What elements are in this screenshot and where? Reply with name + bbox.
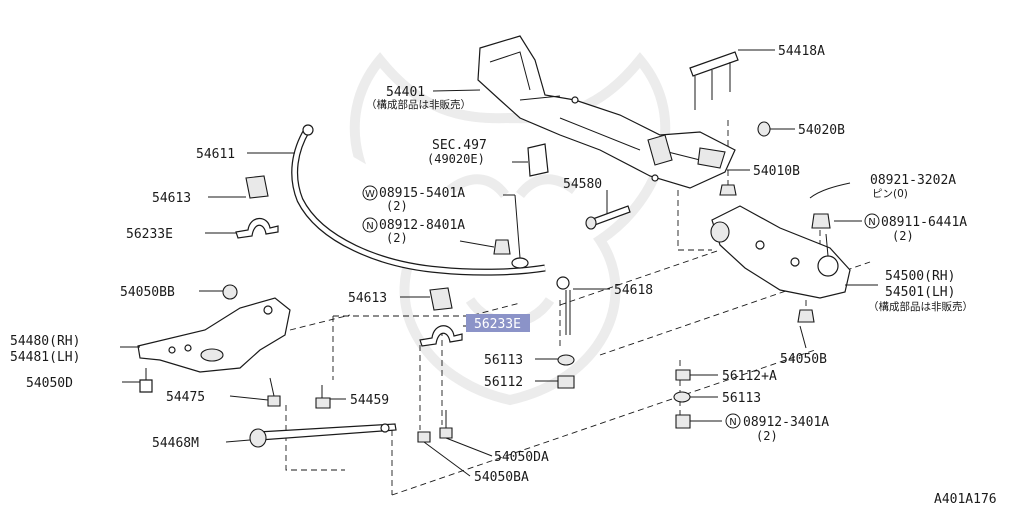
callout-56112-a[interactable]: 56112 — [484, 375, 523, 390]
bolt-54475[interactable] — [267, 377, 281, 407]
callout-08912-3401A-qty: (2) — [756, 429, 778, 443]
callout-54481-lh[interactable]: 54481(LH) — [10, 350, 80, 365]
callout-54613-mid[interactable]: 54613 — [348, 291, 387, 306]
callout-54468M[interactable]: 54468M — [152, 436, 199, 451]
nut-56112-a[interactable] — [557, 375, 575, 389]
svg-text:N: N — [366, 221, 373, 232]
callout-54500-rh[interactable]: 54500(RH) — [885, 269, 955, 284]
callout-56233E-selected[interactable]: 56233E — [474, 317, 521, 332]
callout-sec497[interactable]: SEC.497 — [432, 138, 487, 153]
bracket-54418A[interactable] — [689, 51, 739, 110]
washer-symbol-w: W — [362, 185, 378, 201]
callout-54459[interactable]: 54459 — [350, 393, 389, 408]
callout-54010B[interactable]: 54010B — [753, 164, 800, 179]
bushing-54613-top[interactable] — [245, 175, 269, 199]
nut-54050B[interactable] — [797, 309, 815, 323]
callout-08915-5401A[interactable]: 08915-5401A — [379, 186, 465, 201]
nut-08912-8401A[interactable] — [493, 239, 511, 255]
selected-part-highlight — [466, 314, 530, 332]
bushing-56113-b[interactable] — [673, 391, 691, 403]
callout-56113-b[interactable]: 56113 — [722, 391, 761, 406]
callout-54611[interactable]: 54611 — [196, 147, 235, 162]
nut-08912-3401A[interactable] — [675, 414, 691, 429]
callout-54050B[interactable]: 54050B — [780, 352, 827, 367]
svg-text:W: W — [365, 189, 375, 200]
bolt-54050DA[interactable] — [439, 410, 453, 439]
nut-54050BA[interactable] — [417, 431, 431, 443]
tension-rod-54468M[interactable] — [249, 423, 397, 448]
callout-08911-6441A[interactable]: 08911-6441A — [881, 215, 967, 230]
transverse-link-54500[interactable] — [710, 205, 851, 299]
bolt-54580[interactable] — [585, 205, 631, 230]
bushing-56113-a[interactable] — [557, 354, 575, 366]
clamp-56233E-top[interactable] — [235, 217, 279, 239]
callout-54501-note: （構成部品は非販売） — [868, 300, 973, 313]
callout-08921-3202A[interactable]: 08921-3202A — [870, 173, 956, 188]
bracket-54480[interactable] — [137, 297, 291, 373]
callout-54050BB[interactable]: 54050BB — [120, 285, 175, 300]
bolt-54050D[interactable] — [139, 368, 153, 393]
bracket-sec497[interactable] — [527, 143, 549, 177]
callout-54501-lh[interactable]: 54501(LH) — [885, 285, 955, 300]
nut-54050BB[interactable] — [222, 284, 238, 300]
callout-54020B[interactable]: 54020B — [798, 123, 845, 138]
callout-54401[interactable]: 54401 — [386, 85, 425, 100]
callout-08912-8401A-qty: (2) — [386, 231, 408, 245]
svg-text:N: N — [868, 217, 875, 228]
callout-54401-note: （構成部品は非販売） — [366, 98, 471, 111]
ball-joint[interactable] — [811, 213, 839, 277]
callout-08912-8401A[interactable]: 08912-8401A — [379, 218, 465, 233]
callout-56112A[interactable]: 56112+A — [722, 369, 777, 384]
svg-text:N: N — [729, 417, 736, 428]
callout-54613-top[interactable]: 54613 — [152, 191, 191, 206]
washer-08915[interactable] — [511, 257, 529, 269]
assembly-dash-lines — [285, 120, 871, 496]
clamp-56233E-mid[interactable] — [419, 325, 463, 347]
callout-54475[interactable]: 54475 — [166, 390, 205, 405]
callout-54418A[interactable]: 54418A — [778, 44, 825, 59]
nut-56112A[interactable] — [675, 369, 691, 381]
callout-54050D[interactable]: 54050D — [26, 376, 73, 391]
nut-symbol-n-1: N — [362, 217, 378, 233]
callout-54580[interactable]: 54580 — [563, 177, 602, 192]
leader-lines — [120, 49, 878, 477]
nut-symbol-n-3: N — [725, 413, 741, 429]
callout-08911-qty: (2) — [892, 229, 914, 243]
bolt-54459[interactable] — [315, 385, 331, 409]
crossmember-54401[interactable] — [477, 35, 736, 189]
figure-id: A401A176 — [934, 492, 997, 507]
callout-54618[interactable]: 54618 — [614, 283, 653, 298]
callout-08921-note: ピン(0) — [872, 188, 908, 200]
callout-sec497-ref: (49020E) — [427, 152, 485, 166]
callout-54480-rh[interactable]: 54480(RH) — [10, 334, 80, 349]
callout-54050DA[interactable]: 54050DA — [494, 450, 549, 465]
nut-symbol-n-2: N — [864, 213, 880, 229]
callout-08912-3401A[interactable]: 08912-3401A — [743, 415, 829, 430]
bushing-54613-mid[interactable] — [429, 287, 453, 311]
callout-54050BA[interactable]: 54050BA — [474, 470, 529, 485]
nut-54020B[interactable] — [757, 121, 771, 137]
callout-56233E-top[interactable]: 56233E — [126, 227, 173, 242]
stabilizer-bar-54611[interactable] — [291, 124, 546, 276]
callout-56113-a[interactable]: 56113 — [484, 353, 523, 368]
connecting-rod-54618[interactable] — [556, 276, 571, 335]
nut-54010B[interactable] — [719, 184, 737, 196]
split-pin-08921[interactable] — [809, 182, 851, 199]
callout-08915-qty: (2) — [386, 199, 408, 213]
